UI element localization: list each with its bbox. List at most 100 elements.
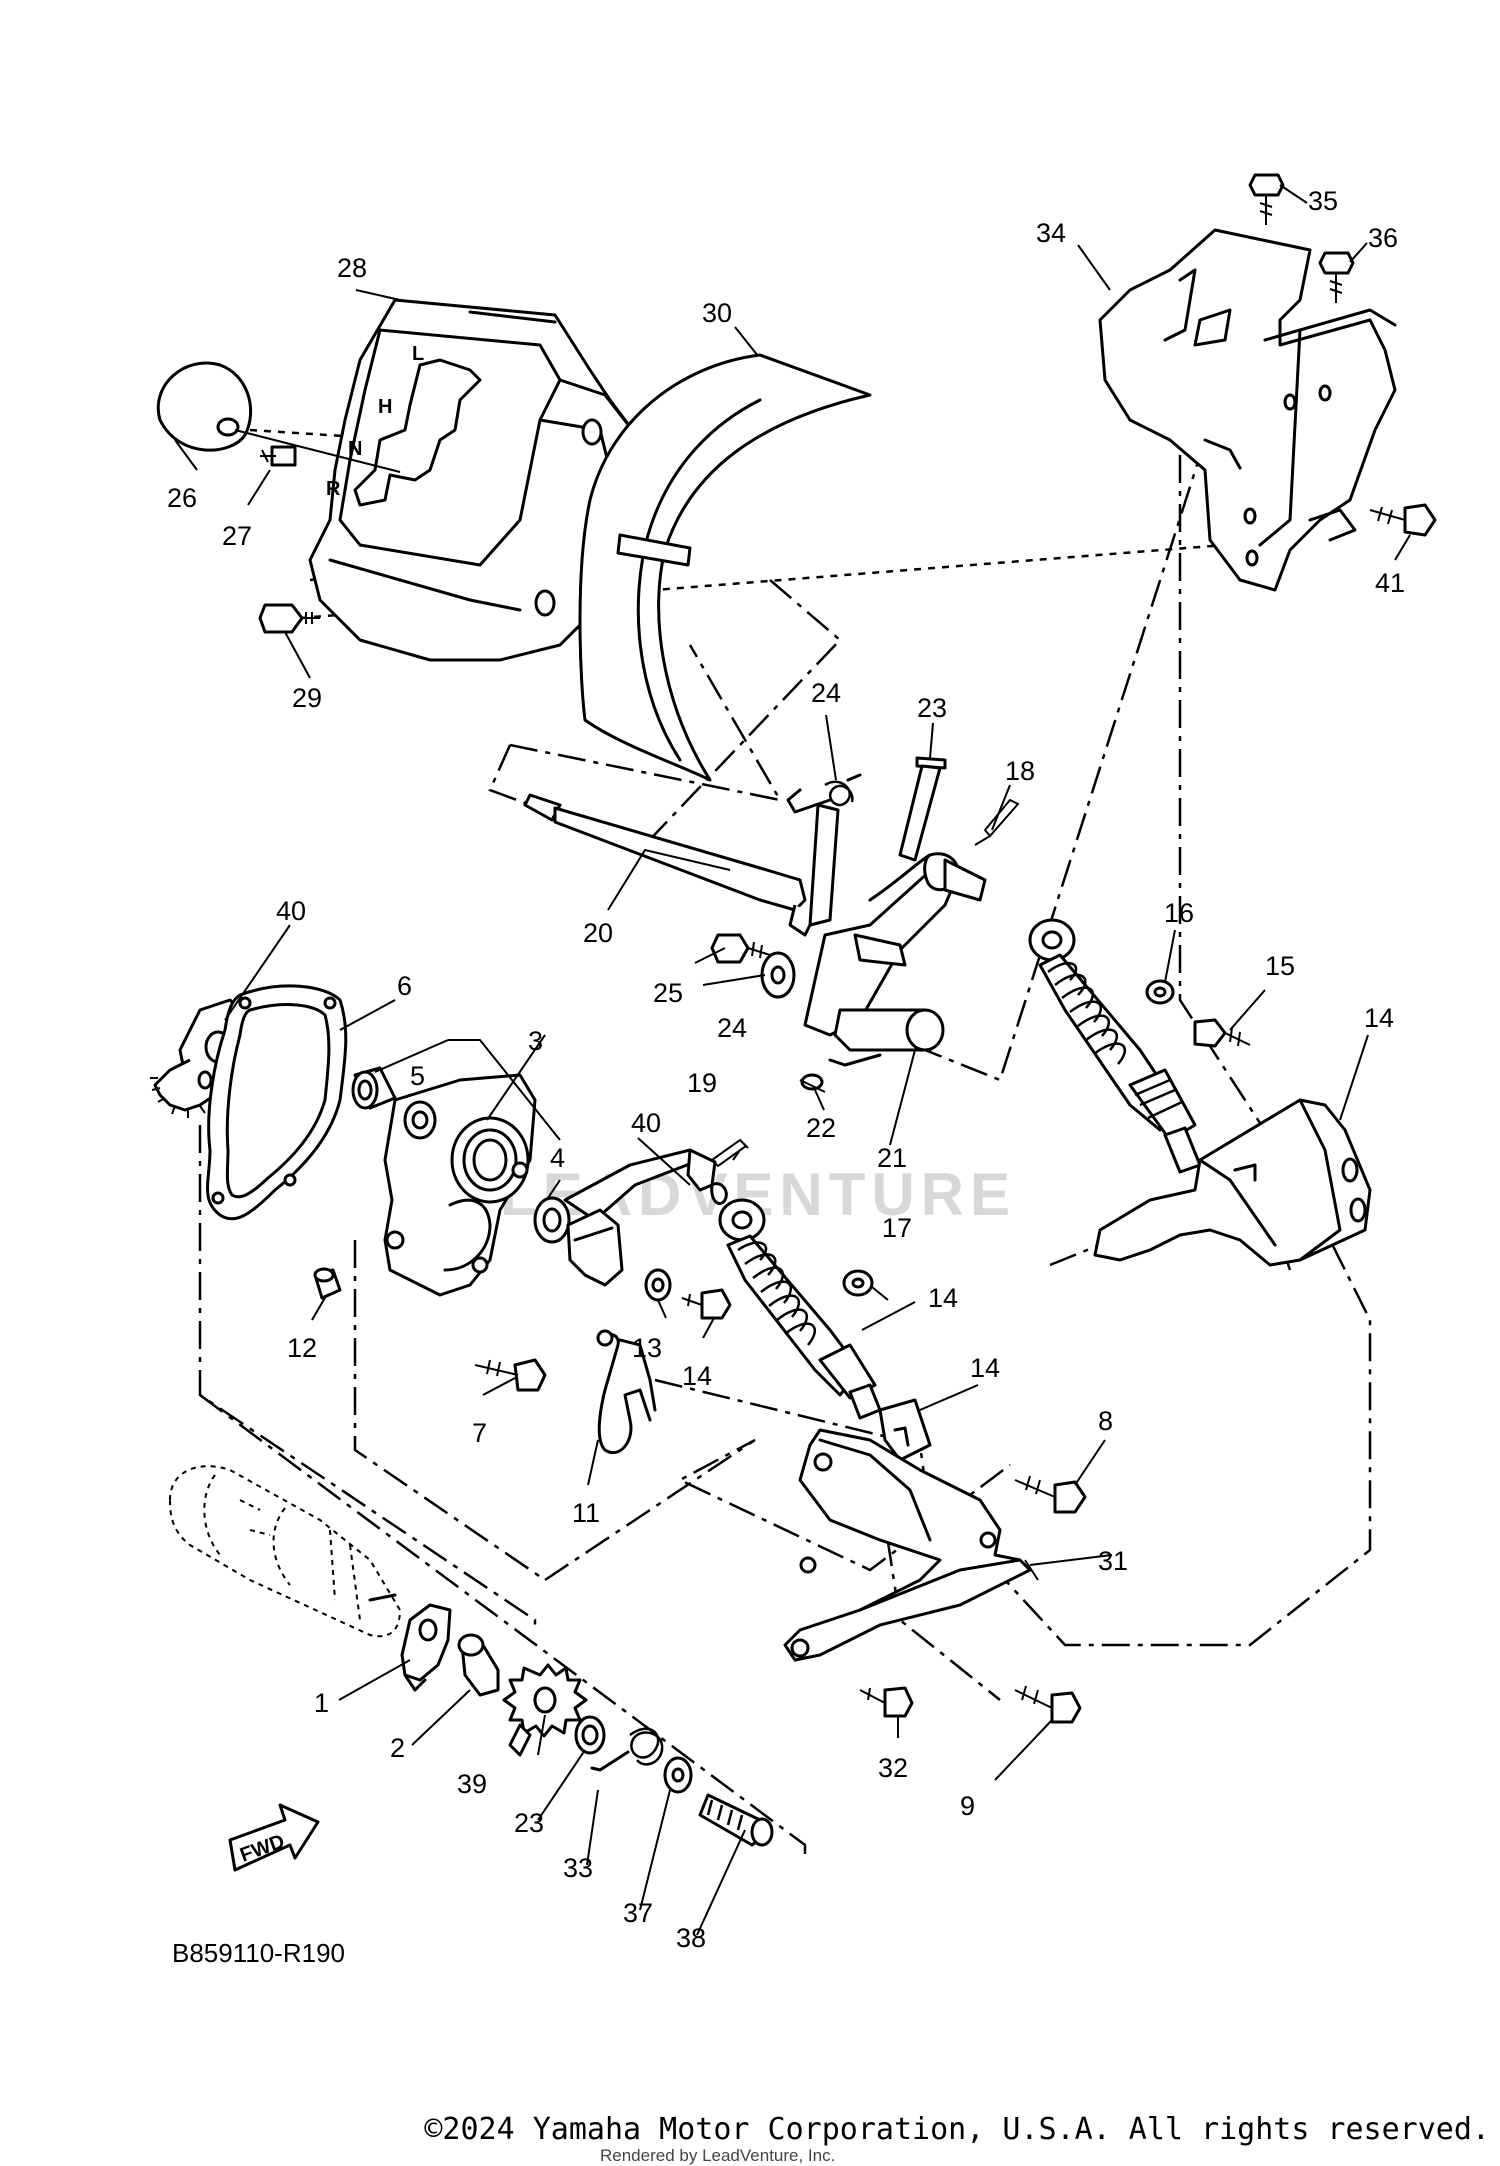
- spring-4: [590, 1727, 664, 1772]
- boot-36: [578, 353, 872, 782]
- bolt-41: [1369, 503, 1437, 537]
- callout-10: 3: [528, 1026, 543, 1056]
- shock-absorber-upper: [1028, 918, 1202, 1174]
- callout-14a: 7: [472, 1418, 487, 1448]
- callout-31: 25: [653, 978, 683, 1008]
- callout-40b: 36: [1368, 223, 1398, 253]
- callout-38: 32: [878, 1753, 908, 1783]
- diagram-code: B859110-R190: [172, 1938, 345, 1968]
- bolt-22: [1193, 1018, 1251, 1048]
- housing-cover-10: [383, 1073, 537, 1297]
- callout-1: 1: [314, 1688, 329, 1718]
- washer-23-mid: [842, 1269, 874, 1297]
- callout-40a: 35: [1308, 186, 1338, 216]
- shift-drum-reference: [168, 1465, 402, 1638]
- clip-27: [799, 1073, 826, 1093]
- shift-gate-cover: L H N R: [308, 298, 642, 662]
- callout-21: 14: [1364, 1003, 1394, 1033]
- callout-23a: 16: [1164, 898, 1194, 928]
- callout-28: 23: [917, 693, 947, 723]
- callout-16: 12: [287, 1333, 317, 1363]
- collar-2: [457, 1633, 500, 1697]
- callout-36: 30: [702, 298, 732, 328]
- seal-11: [533, 1196, 571, 1244]
- shock-absorber-19: [718, 1198, 882, 1420]
- washer-23-top: [1145, 979, 1175, 1005]
- callout-13: 6: [397, 971, 412, 1001]
- callout-14b: 8: [1098, 1406, 1113, 1436]
- cotter-pin-24-top: [974, 798, 1020, 846]
- callout-22: 15: [1265, 951, 1295, 981]
- callout-17: 13: [632, 1333, 662, 1363]
- callout-5: 37: [623, 1898, 653, 1928]
- screw-40-mid: [1318, 251, 1355, 303]
- callout-9: 40: [631, 1108, 661, 1138]
- callout-30: 24: [717, 1013, 747, 1043]
- star-wheel-7: [502, 1663, 588, 1757]
- callout-11: 4: [550, 1143, 565, 1173]
- callout-41: 41: [1375, 568, 1405, 598]
- callout-39: 34: [1036, 218, 1066, 248]
- screw-40-top: [1248, 173, 1285, 225]
- callout-26: 21: [877, 1143, 907, 1173]
- callout-24b: 19: [687, 1068, 717, 1098]
- callout-18: 14: [682, 1361, 712, 1391]
- plate-1: [400, 1603, 452, 1692]
- callout-27: 22: [806, 1113, 836, 1143]
- bolt-6: [698, 1793, 774, 1847]
- pin-28: [898, 756, 947, 862]
- bolt-35: [258, 603, 320, 634]
- callout-29: 24: [811, 678, 841, 708]
- gasket-13: [206, 984, 348, 1221]
- copyright-notice: ©2024 Yamaha Motor Corporation, U.S.A. A…: [424, 2112, 1490, 2147]
- fwd-arrow-icon: FWD: [228, 1803, 320, 1872]
- callout-6: 38: [676, 1923, 706, 1953]
- bolt-14-bottom: [1014, 1685, 1082, 1724]
- callout-24a: 18: [1005, 756, 1035, 786]
- callout-15: 11: [572, 1498, 600, 1528]
- gate-letter-n: N: [348, 438, 362, 460]
- bracket-21: [1093, 1098, 1372, 1267]
- callout-8: 40: [276, 896, 306, 926]
- shift-lever: [803, 803, 987, 1067]
- callout-25: 20: [583, 918, 613, 948]
- dowel-16: [313, 1267, 342, 1300]
- rendered-by-credit: Rendered by LeadVenture, Inc.: [600, 2146, 836, 2165]
- bracket-37: [783, 1428, 1032, 1662]
- gate-letter-r: R: [326, 478, 341, 500]
- spring-clip-15: [596, 1329, 657, 1454]
- clip-20: [878, 1398, 932, 1462]
- callout-34: 28: [337, 253, 367, 283]
- bolt-14-right: [1014, 1475, 1087, 1514]
- callout-19: 14: [928, 1283, 958, 1313]
- callout-12: 5: [410, 1061, 425, 1091]
- shift-rod: [523, 793, 817, 937]
- bushing-12: [351, 1066, 397, 1110]
- callout-33: 27: [222, 521, 252, 551]
- washer-30: [760, 951, 796, 999]
- bolt-38: [859, 1686, 914, 1718]
- bracket-39: [1098, 228, 1397, 592]
- callout-35: 29: [292, 683, 322, 713]
- gate-letter-l: L: [412, 343, 424, 365]
- callout-32: 26: [167, 483, 197, 513]
- gate-letter-h: H: [378, 396, 392, 418]
- shift-knob: [156, 361, 401, 473]
- bolt-31: [710, 933, 771, 964]
- callouts: 1 2 23 33 37 38 39 40 40 3 4 5 6 7 8 9 1…: [167, 186, 1405, 1953]
- callout-20: 14: [970, 1353, 1000, 1383]
- callout-37: 31: [1098, 1546, 1128, 1576]
- washer-17: [644, 1268, 672, 1302]
- callout-23b: 17: [882, 1213, 912, 1243]
- spring-29: [786, 773, 862, 814]
- callout-3: 23: [514, 1808, 544, 1838]
- leader-lines: [174, 184, 1411, 1936]
- screw-33: [260, 445, 297, 467]
- callout-14c: 9: [960, 1791, 975, 1821]
- callout-4: 33: [563, 1853, 593, 1883]
- callout-7: 39: [457, 1769, 487, 1799]
- callout-2: 2: [390, 1733, 405, 1763]
- bolt-18: [681, 1288, 732, 1320]
- bolt-14-left: [474, 1358, 547, 1392]
